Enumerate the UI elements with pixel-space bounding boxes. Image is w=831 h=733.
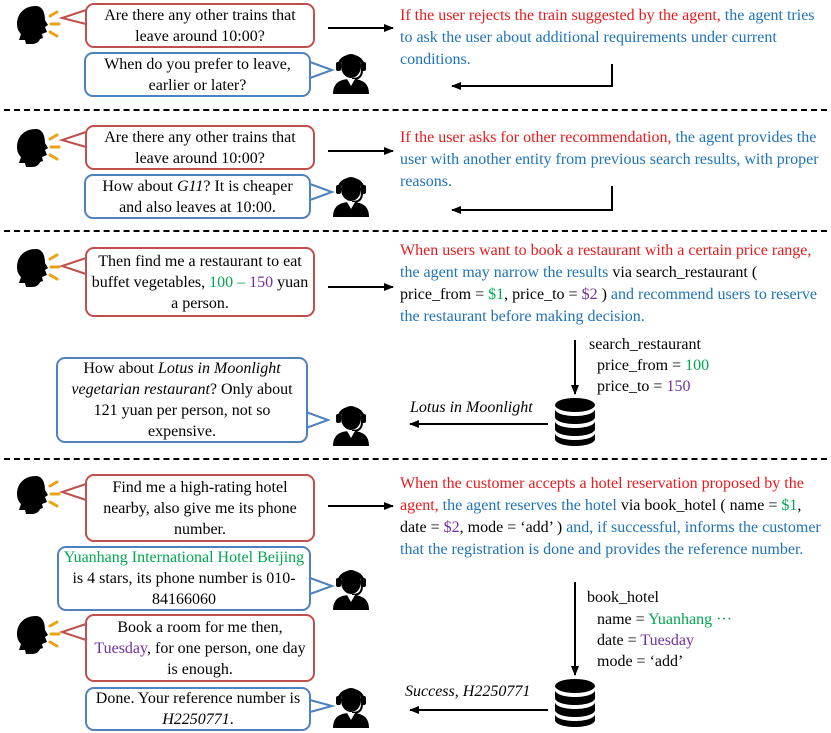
user-head-icon: [15, 4, 61, 46]
database-icon: [555, 679, 595, 727]
agent-response-bubble: Yuanhang International Hotel Beijing is …: [57, 546, 311, 611]
agent-headset-icon: [331, 568, 371, 612]
rule-condition: When the customer accepts a hotel reserv…: [400, 475, 804, 514]
api-param: name = Yuanhang ···: [597, 611, 733, 628]
user-head-icon: [15, 247, 61, 289]
restaurant-entity: Lotus in Moonlight vegetarian restaurant: [71, 360, 281, 398]
user-utterance-text: Book a room for me then, Tuesday, for on…: [94, 618, 306, 678]
agent-response-bubble: When do you prefer to leave, earlier or …: [84, 52, 311, 97]
rule-description: If the user rejects the train suggested …: [400, 5, 825, 71]
rule-description: If the user asks for other recommendatio…: [400, 127, 825, 193]
user-utterance-text: Are there any other trains that leave ar…: [104, 128, 296, 167]
agent-response-bubble: Done. Your reference number is H2250771.: [85, 687, 311, 731]
rule-description: When users want to book a restaurant wit…: [400, 242, 818, 325]
api-param: date = Tuesday: [597, 632, 695, 649]
agent-headset-icon: [331, 175, 371, 219]
api-call-template: via book_hotel ( name =: [616, 497, 782, 514]
database-icon: [555, 398, 595, 446]
rule-action: the agent provides the user with another…: [400, 129, 819, 190]
api-param: price_from = 100: [597, 357, 710, 374]
user-utterance-bubble: Find me a high-rating hotel nearby, also…: [85, 474, 315, 542]
section-divider: [4, 458, 827, 460]
section-divider: [4, 230, 827, 232]
rule-condition: When users want to book a restaurant wit…: [400, 242, 812, 259]
section-divider: [4, 109, 827, 111]
user-utterance-text: Find me a high-rating hotel nearby, also…: [103, 478, 297, 538]
user-utterance-bubble: Are there any other trains that leave ar…: [85, 125, 315, 170]
api-result-label: Success, H2250771: [405, 683, 531, 700]
user-head-icon: [15, 474, 61, 516]
agent-response-text: When do you prefer to leave, earlier or …: [104, 55, 291, 94]
user-head-icon: [15, 614, 61, 656]
user-utterance-text: Then find me a restaurant to eat buffet …: [91, 252, 309, 312]
agent-headset-icon: [331, 686, 371, 730]
user-utterance-bubble: Are there any other trains that leave ar…: [85, 3, 315, 48]
agent-response-text: Done. Your reference number is H2250771.: [95, 690, 301, 728]
date-value: Tuesday: [94, 639, 147, 657]
rule-condition: If the user asks for other recommendatio…: [400, 129, 672, 146]
agent-response-text: Yuanhang International Hotel Beijing is …: [63, 549, 305, 608]
rule-condition: If the user rejects the train suggested …: [400, 7, 721, 24]
api-name: search_restaurant: [589, 336, 701, 353]
hotel-entity: Yuanhang International Hotel Beijing: [63, 549, 305, 566]
agent-response-bubble: How about G11? It is cheaper and also le…: [84, 174, 311, 219]
reference-number: H2250771: [162, 711, 230, 728]
agent-headset-icon: [331, 404, 371, 448]
agent-response-text: How about G11? It is cheaper and also le…: [102, 177, 293, 216]
api-name: book_hotel: [587, 589, 659, 606]
user-utterance-bubble: Then find me a restaurant to eat buffet …: [85, 247, 315, 317]
agent-response-bubble: How about Lotus in Moonlight vegetarian …: [56, 357, 308, 443]
rule-action: the agent tries to ask the user about ad…: [400, 7, 815, 68]
api-result-label: Lotus in Moonlight: [410, 399, 533, 416]
price-to-value: 150: [249, 273, 274, 291]
api-call-template: via search_restaurant ( price_from =: [400, 264, 758, 303]
agent-response-text: How about Lotus in Moonlight vegetarian …: [71, 360, 293, 440]
api-param: mode = ‘add’: [597, 653, 684, 670]
user-utterance-text: Are there any other trains that leave ar…: [104, 6, 296, 45]
price-from-value: 100: [209, 273, 234, 291]
user-head-icon: [15, 127, 61, 169]
user-utterance-bubble: Book a room for me then, Tuesday, for on…: [85, 614, 315, 682]
rule-description: When the customer accepts a hotel reserv…: [400, 475, 821, 558]
agent-headset-icon: [331, 52, 371, 96]
api-param: price_to = 150: [597, 378, 691, 395]
train-entity: G11: [177, 177, 204, 195]
